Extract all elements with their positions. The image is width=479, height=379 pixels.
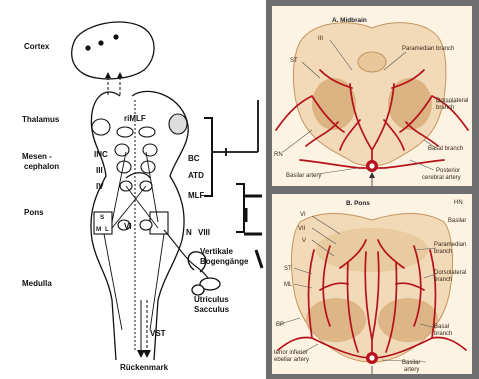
cortex-dot: [113, 34, 118, 39]
cortex-outline: [72, 22, 154, 79]
basilar-artery-lumen: [369, 163, 374, 168]
label-pons-basilar-top: Basilar: [448, 218, 466, 224]
label-vst: VST: [150, 329, 166, 338]
label-paramedian-branch: Paramedian branch: [402, 46, 454, 52]
label-pons-bp: BP: [276, 322, 284, 328]
basis-pontis: [306, 298, 366, 342]
label-pons-paramedian: Paramedian: [434, 242, 466, 248]
label-mlf: MLF: [188, 191, 205, 200]
label-pons-dorsolateral: branch: [434, 277, 452, 283]
label-rimlf: riMLF: [124, 114, 146, 123]
cortex-dot: [85, 45, 90, 50]
label-nucleus-m: M: [96, 226, 101, 233]
label-posterior-cerebral: cerebral artery: [422, 175, 461, 181]
label-pons-paramedian: branch: [434, 249, 452, 255]
region-label-medulla: Medulla: [22, 279, 52, 288]
thalamus-nucleus: [169, 114, 187, 134]
label-inc: INC: [94, 150, 108, 159]
label-nerve-viii: VIII: [198, 228, 210, 237]
label-pons-basal: Basal: [434, 324, 449, 330]
label-pons-basal: branch: [434, 331, 452, 337]
label-dorsolateral-branch: branch: [436, 105, 454, 111]
label-nucleus-n: N: [186, 228, 192, 237]
inc-nucleus: [143, 144, 157, 156]
label-utriculus: Utriculus: [194, 295, 229, 304]
label-bc: BC: [188, 154, 200, 163]
label-pons-vi: VI: [300, 212, 306, 218]
brainstem-schematic: Cortex Thalamus Mesen - cephalon Pons Me…: [0, 0, 270, 379]
abducens-nucleus: [140, 220, 152, 230]
label-pons-inferior-cerebellar: terior inferior: [274, 350, 308, 356]
label-pons-ml: ML: [284, 282, 293, 288]
label-nerve-vi: VI: [124, 222, 132, 231]
aqueduct: [358, 52, 386, 72]
pons-panel: B. Pons HN Basilar VI VII V ST ML BP Par…: [272, 194, 472, 374]
label-nerve-iii: III: [96, 166, 103, 175]
rimlf-nucleus: [117, 127, 133, 137]
inc-nucleus: [115, 144, 129, 156]
basilar-artery-lumen: [369, 355, 374, 360]
rimlf-nucleus: [139, 127, 155, 137]
label-pons-basilar-artery: artery: [404, 367, 419, 373]
label-midbrain-st: ST: [290, 58, 298, 64]
thalamus-nucleus: [92, 119, 110, 135]
label-basal-branch: Basal branch: [428, 146, 463, 152]
label-atd: ATD: [188, 171, 204, 180]
label-vertikale: Vertikale: [200, 247, 233, 256]
label-rueckenmark: Rückenmark: [120, 363, 169, 372]
pontine-tegmentum: [316, 228, 428, 272]
label-basilar-artery: Basilar artery: [286, 173, 321, 179]
label-bogengaenge: Bogengänge: [200, 257, 249, 266]
label-pons-st: ST: [284, 266, 292, 272]
midbrain-title: A. Midbrain: [332, 17, 367, 24]
label-midbrain-iii: III: [318, 36, 323, 42]
cortex-dot: [98, 40, 103, 45]
region-label-mesencephalon: Mesen -: [22, 152, 52, 161]
label-pons-hn: HN: [454, 200, 463, 206]
label-dorsolateral-branch: Dorsolateral: [436, 98, 468, 104]
label-nucleus-s: S: [100, 214, 105, 221]
label-midbrain-rn: RN: [274, 152, 283, 158]
region-label-pons: Pons: [24, 208, 44, 217]
label-pons-dorsolateral: Dorsolateral: [434, 270, 466, 276]
basis-pontis: [378, 298, 438, 342]
region-label-cortex: Cortex: [24, 42, 50, 51]
midbrain-panel: A. Midbrain III ST RN Paramedian branch …: [272, 6, 472, 186]
label-nerve-iv: IV: [96, 182, 104, 191]
region-label-mesencephalon: cephalon: [24, 162, 59, 171]
label-pons-vii: VII: [298, 226, 306, 232]
label-sacculus: Sacculus: [194, 305, 230, 314]
region-label-thalamus: Thalamus: [22, 115, 60, 124]
label-pons-basilar-artery: Basilar: [402, 360, 420, 366]
pons-title: B. Pons: [346, 200, 370, 207]
label-pons-v: V: [302, 238, 306, 244]
label-pons-inferior-cerebellar: ebellar artery: [274, 357, 309, 363]
label-posterior-cerebral: Posterior: [436, 168, 460, 174]
label-nucleus-l: L: [105, 226, 109, 233]
sacculus-shape: [192, 285, 204, 295]
